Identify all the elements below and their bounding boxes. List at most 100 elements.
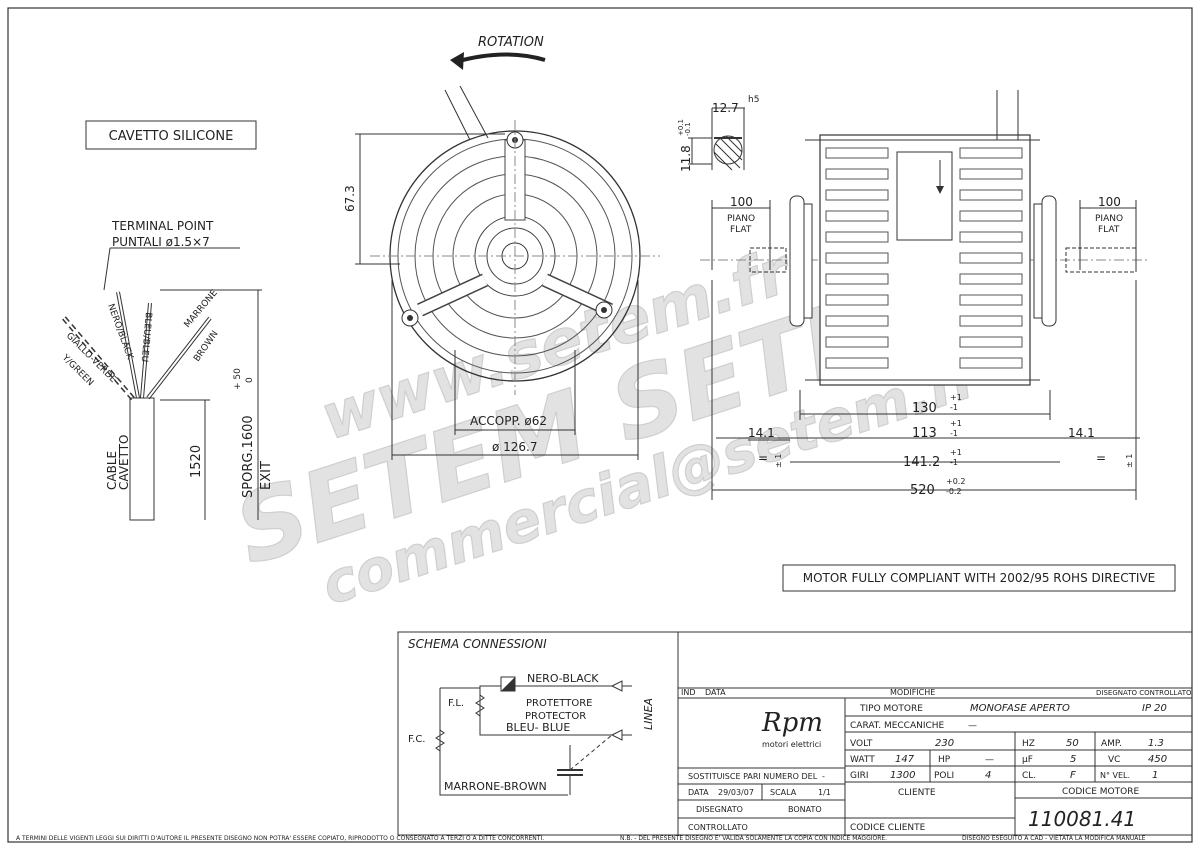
- stator-fin: [825, 210, 889, 222]
- schema-nero: NERO-BLACK: [527, 672, 599, 685]
- tb-disegnato: DISEGNATO: [696, 805, 743, 814]
- stator-fin: [825, 357, 889, 369]
- tb-hp: HP: [938, 755, 951, 765]
- shaft-section: 12.7 h5 11.8 +0.1 -0.1: [677, 95, 759, 172]
- tb-hz: HZ: [1022, 739, 1035, 749]
- stator-fin: [825, 231, 889, 243]
- stator-fin: [825, 189, 889, 201]
- tb-carat: CARAT. MECCANICHE: [850, 721, 945, 731]
- sporg-label: SPORG.1600: [241, 415, 256, 498]
- tb-uf: µF: [1022, 755, 1033, 765]
- tb-ind: IND: [681, 688, 696, 697]
- stator-fin: [959, 294, 1023, 306]
- tb-disegnato-controllato: DISEGNATO CONTROLLATO: [1096, 689, 1192, 697]
- tb-nvel-val: 1: [1152, 770, 1158, 781]
- tb-amp-val: 1.3: [1148, 738, 1164, 749]
- dim-67: 67.3: [343, 185, 357, 212]
- stator-fin: [825, 336, 889, 348]
- sheet-border: [7, 7, 1193, 843]
- dim-100-right: 100: [1098, 195, 1121, 209]
- rotation-label: ROTATION: [478, 35, 544, 50]
- cavetto-silicone-box: [85, 120, 257, 150]
- tb-sostituisce: SOSTITUISCE PARI NUMERO DEL: [688, 772, 818, 781]
- tb-vc-val: 450: [1148, 754, 1167, 765]
- compliance-box: [782, 564, 1176, 592]
- schema-marrone: MARRONE-BROWN: [444, 780, 547, 793]
- stator-fin: [959, 210, 1023, 222]
- eq-right: =: [1096, 451, 1106, 465]
- stator-fin: [959, 273, 1023, 285]
- front-view: ROTATION 67.3: [343, 35, 660, 460]
- dim-100-left: 100: [730, 195, 753, 209]
- tb-tipo-motore-val: MONOFASE APERTO: [970, 703, 1070, 714]
- shaft-tol-b: -0.1: [684, 122, 692, 136]
- tb-poli: POLI: [934, 771, 954, 781]
- tb-poli-val: 4: [985, 770, 991, 781]
- stator-fin: [825, 168, 889, 180]
- tb-disegnato-val: BONATO: [788, 805, 822, 814]
- dim-141-tol-m: -1: [950, 458, 958, 467]
- tb-sostituisce-val: -: [822, 772, 825, 781]
- dim-113-tol-p: +1: [950, 419, 962, 428]
- tb-volt-val: 230: [935, 738, 954, 749]
- title-block: IND DATA MODIFICHE DISEGNATO CONTROLLATO…: [677, 631, 1193, 836]
- dim-130-tol-m: -1: [950, 403, 958, 412]
- schema-fl: F.L.: [448, 698, 464, 709]
- tb-controllato: CONTROLLATO: [688, 823, 748, 832]
- tb-codice-cliente: CODICE CLIENTE: [850, 823, 926, 833]
- stator-fin: [959, 147, 1023, 159]
- tb-logo: Rpm: [761, 708, 823, 738]
- tb-data: DATA: [688, 788, 709, 797]
- stator-fin: [959, 168, 1023, 180]
- piano-left: PIANO: [727, 214, 755, 224]
- dim-113-tol-m: -1: [950, 429, 958, 438]
- stator-fin: [825, 273, 889, 285]
- tb-codice-motore: CODICE MOTORE: [1062, 787, 1139, 797]
- tb-hz-val: 50: [1066, 738, 1079, 749]
- dim-113: 113: [912, 426, 937, 441]
- tb-cl-val: F: [1070, 770, 1076, 781]
- stator-fin: [959, 315, 1023, 327]
- cable-label: CABLE: [105, 451, 119, 490]
- eq-left: =: [758, 451, 768, 465]
- sporg-tol-plus: + 50: [233, 368, 243, 390]
- dim-126: ø 126.7: [492, 440, 538, 454]
- wire-marrone-label: MARRONE: [183, 288, 220, 330]
- tb-watt: WATT: [850, 755, 875, 765]
- schema-protector: PROTECTOR: [525, 711, 586, 722]
- footer-mid: N.B. - DEL PRESENTE DISEGNO E' VALIDA SO…: [620, 835, 887, 842]
- stator-fin: [825, 147, 889, 159]
- tb-nvel: N° VEL.: [1100, 771, 1130, 780]
- cavetto-label: CAVETTO: [117, 434, 131, 490]
- pm-left: ± 1: [774, 454, 783, 468]
- footer-right: DISEGNO ESEGUITO A CAD - VIETATA LA MODI…: [962, 835, 1146, 842]
- dim-520-tol-p: +0.2: [946, 477, 965, 486]
- tb-uf-val: 5: [1070, 754, 1076, 765]
- cable-detail: TERMINAL POINT PUNTALI ø1.5×7 NERO/BLACK…: [59, 219, 274, 521]
- terminal-point-label: TERMINAL POINT: [111, 219, 214, 233]
- compliance-label: MOTOR FULLY COMPLIANT WITH 2002/95 ROHS …: [803, 571, 1156, 585]
- tb-cliente: CLIENTE: [898, 788, 936, 798]
- sporg-tol-zero: 0: [245, 377, 255, 383]
- tb-giri: GIRI: [850, 771, 869, 781]
- dim-accopp: ACCOPP. ø62: [470, 414, 547, 428]
- schema-fc: F.C.: [408, 734, 426, 745]
- stator-fin: [959, 336, 1023, 348]
- cavetto-silicone-label: CAVETTO SILICONE: [109, 129, 234, 144]
- stator-fin: [959, 189, 1023, 201]
- stator-fin: [959, 252, 1023, 264]
- dim-1520: 1520: [189, 445, 204, 478]
- tb-data-val: 29/03/07: [718, 788, 754, 797]
- dim-130-tol-p: +1: [950, 393, 962, 402]
- flat-left: FLAT: [730, 225, 752, 235]
- shaft-width: 12.7: [712, 101, 739, 115]
- tb-data-h: DATA: [705, 688, 726, 697]
- stator-fin: [825, 252, 889, 264]
- dim-130: 130: [912, 401, 937, 416]
- flat-right: FLAT: [1098, 225, 1120, 235]
- piano-right: PIANO: [1095, 214, 1123, 224]
- schema-bleu: BLEU- BLUE: [506, 721, 570, 734]
- shaft-height: 11.8: [679, 145, 693, 172]
- stator-fin: [825, 294, 889, 306]
- tb-vc: VC: [1108, 755, 1120, 765]
